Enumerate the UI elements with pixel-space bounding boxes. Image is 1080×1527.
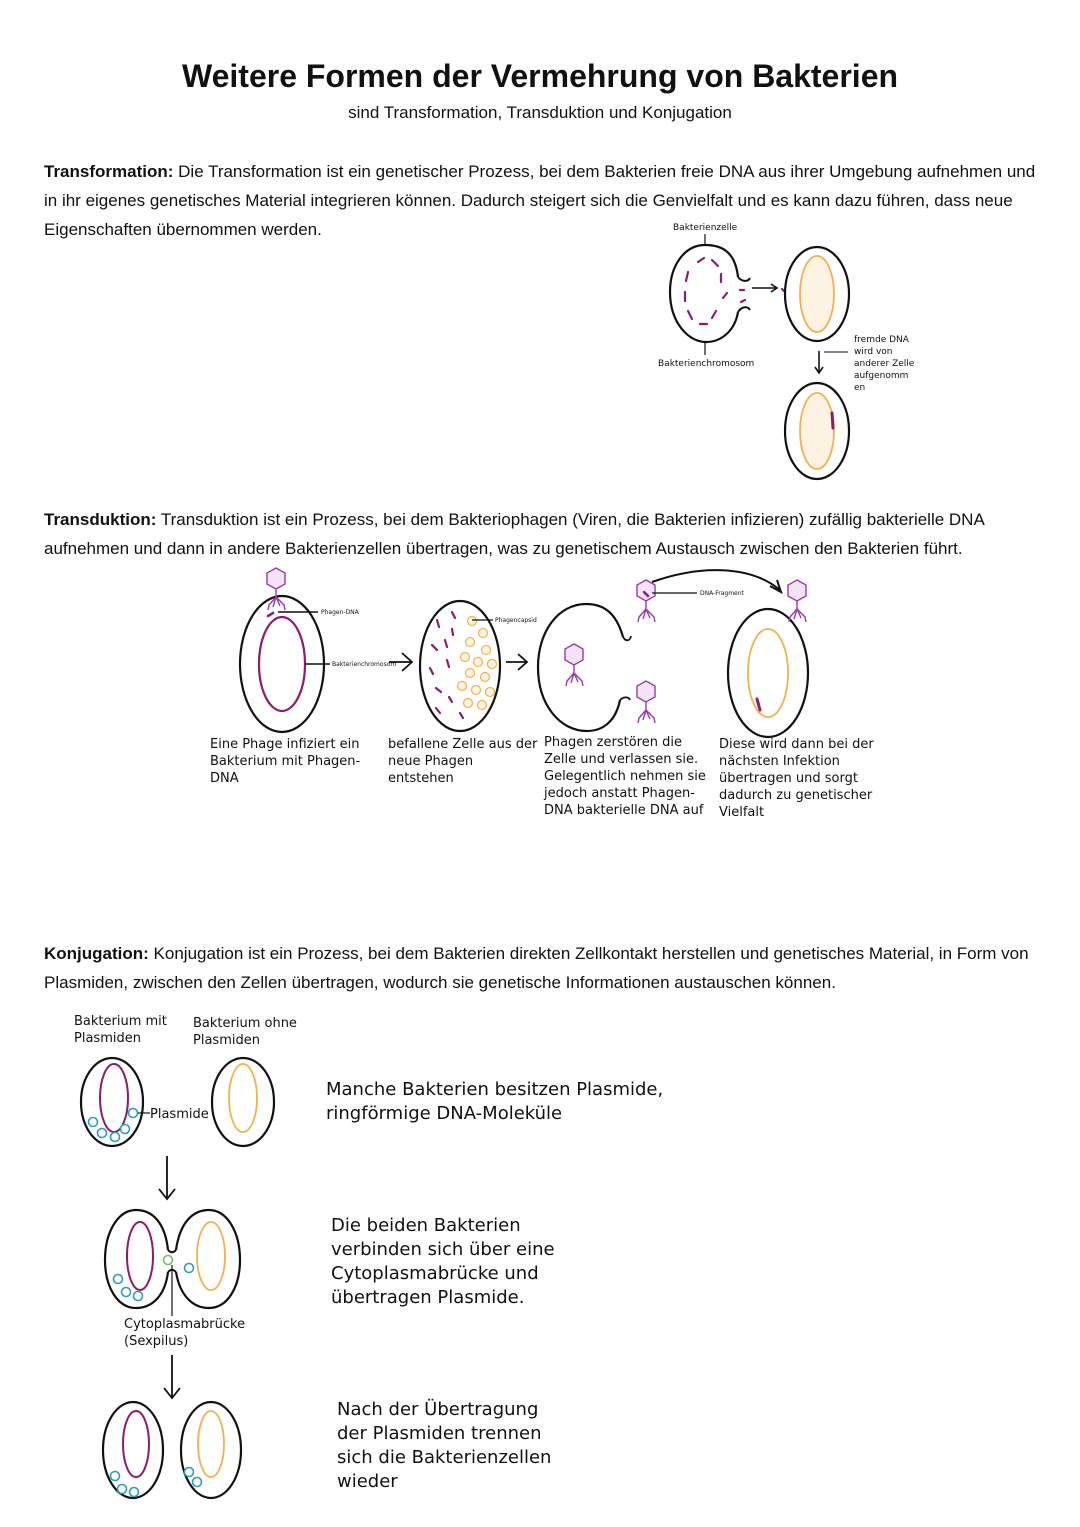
conjugation-paragraph: Konjugation: Konjugation ist ein Prozess…	[44, 939, 1044, 997]
label-dna-fragment: DNA-Fragment	[700, 590, 744, 597]
transformation-heading: Transformation:	[44, 162, 174, 181]
page-title: Weitere Formen der Vermehrung von Bakter…	[181, 58, 899, 94]
transduction-paragraph: Transduktion: Transduktion ist ein Proze…	[44, 505, 1044, 563]
label-phagen-dna: Phagen-DNA	[321, 609, 359, 616]
label-bakterienzelle: Bakterienzelle	[673, 223, 738, 233]
conjugation-text: Konjugation ist ein Prozess, bei dem Bak…	[44, 944, 1029, 992]
label-plasmide: Plasmide	[150, 1107, 209, 1122]
transduction-caption-4: Diese wird dann bei der nächsten Infekti…	[719, 737, 874, 820]
page-subtitle: sind Transformation, Transduktion und Ko…	[348, 103, 732, 122]
transduction-text: Transduktion ist ein Prozess, bei dem Ba…	[44, 510, 984, 558]
transduction-caption-1: Eine Phage infiziert ein Bakterium mit P…	[210, 737, 361, 786]
conjugation-step-2-text: Die beiden Bakterien verbinden sich über…	[331, 1215, 555, 1308]
label-cytoplasmabruecke: Cytoplasmabrücke (Sexpilus)	[124, 1317, 246, 1349]
transformation-paragraph: Transformation: Die Transformation ist e…	[44, 157, 1044, 244]
transduction-caption-3: Phagen zerstören die Zelle und verlassen…	[544, 735, 706, 818]
transduction-caption-2: befallene Zelle aus der neue Phagen ents…	[388, 737, 538, 786]
label-fremde-dna: fremde DNA wird von anderer Zelle aufgen…	[854, 335, 915, 393]
label-bakterienchromosom: Bakterienchromosom	[658, 359, 755, 369]
conjugation-step-1-text: Manche Bakterien besitzen Plasmide, ring…	[326, 1079, 664, 1124]
transformation-text: Die Transformation ist ein genetischer P…	[44, 162, 1036, 239]
label-bakterium-mit: Bakterium mit Plasmiden	[74, 1014, 167, 1046]
label-phagencapsid: Phagencapsid	[495, 617, 537, 624]
label-bakterium-ohne: Bakterium ohne Plasmiden	[193, 1016, 297, 1048]
transduction-heading: Transduktion:	[44, 510, 157, 529]
label-bakterienchromosom-2: Bakterienchromosom	[332, 661, 397, 668]
conjugation-step-3-text: Nach der Übertragung der Plasmiden trenn…	[337, 1399, 552, 1492]
conjugation-heading: Konjugation:	[44, 944, 149, 963]
